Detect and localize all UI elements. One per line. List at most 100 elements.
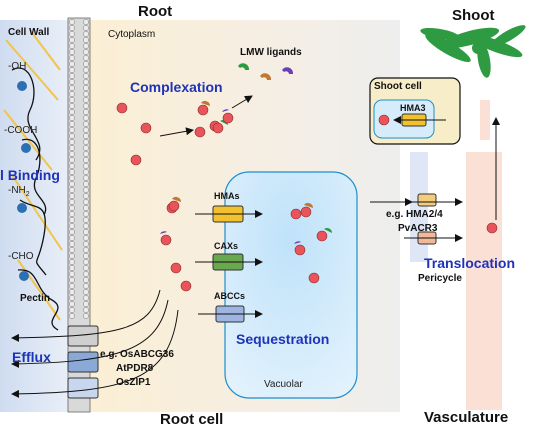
membrane-lipid-head [83, 31, 89, 37]
pectin-label: Pectin [20, 293, 51, 304]
membrane-lipid-head [83, 127, 89, 133]
membrane-lipid-head [83, 121, 89, 127]
membrane-lipid-head [69, 193, 75, 199]
oh-group-label: -OH [8, 61, 27, 72]
membrane-lipid-head [83, 133, 89, 139]
membrane-lipid-head [69, 103, 75, 109]
binding-chains [11, 67, 59, 331]
efflux-transporter-label-3: OsZIP1 [116, 377, 151, 388]
root-cell-title: Root cell [160, 411, 224, 428]
caxs-label: CAXs [214, 241, 239, 251]
cho-group-label: -CHO [8, 251, 34, 262]
membrane-lipid-head [83, 259, 89, 265]
membrane-lipid-head [83, 97, 89, 103]
membrane-lipid-head [83, 277, 89, 283]
membrane-lipid-head [83, 55, 89, 61]
membrane-lipid-head [69, 109, 75, 115]
membrane-lipid-head [69, 163, 75, 169]
membrane-lipid-head [83, 163, 89, 169]
translocation-label: Translocation [424, 255, 516, 271]
membrane-lipid-head [83, 313, 89, 319]
membrane-lipid-head [69, 301, 75, 307]
hma24-label: e.g. HMA2/4 [386, 209, 443, 220]
efflux-transporter-label-1: e.g. OsABCG36 [100, 349, 174, 360]
membrane-lipid-head [69, 241, 75, 247]
pvacr3-label: PvACR3 [398, 223, 438, 234]
vasculature-title: Vasculature [424, 409, 509, 426]
membrane-lipid-head [69, 229, 75, 235]
membrane-lipid-head [69, 133, 75, 139]
membrane-lipid-head [69, 19, 75, 25]
membrane-lipid-head [69, 139, 75, 145]
membrane-lipid-head [69, 313, 75, 319]
cooh-group-label: -COOH [4, 125, 38, 136]
metal-ligand-complexes [160, 101, 332, 256]
membrane-lipid-head [83, 217, 89, 223]
cell-wall-region [0, 20, 70, 412]
membrane-lipid-head [69, 289, 75, 295]
membrane-lipid-head [83, 181, 89, 187]
membrane-lipid-head [69, 43, 75, 49]
membrane-lipid-head [69, 253, 75, 259]
membrane-lipid-head [83, 43, 89, 49]
complexation-arrows [159, 95, 253, 137]
abccs-label: ABCCs [214, 291, 246, 301]
membrane-lipid-head [69, 211, 75, 217]
efflux-arrows [11, 289, 179, 398]
root-title: Root [138, 3, 173, 20]
membrane-lipid-head [69, 151, 75, 157]
membrane-lipid-head [69, 265, 75, 271]
membrane-lipid-head [69, 217, 75, 223]
xylem-column [466, 152, 502, 410]
membrane-lipid-head [69, 235, 75, 241]
membrane-lipid-head [83, 241, 89, 247]
membrane-lipid-head [69, 145, 75, 151]
membrane-lipid-head [83, 85, 89, 91]
membrane-lipid-head [83, 265, 89, 271]
membrane-lipid-head [83, 193, 89, 199]
membrane-lipid-head [83, 289, 89, 295]
membrane-lipid-head [83, 283, 89, 289]
membrane-lipid-head [69, 175, 75, 181]
membrane-lipid-head [69, 115, 75, 121]
membrane-lipid-head [83, 271, 89, 277]
membrane-lipid-head [69, 247, 75, 253]
hma24-transporter [417, 193, 437, 207]
membrane-lipid-head [69, 277, 75, 283]
membrane-lipid-head [83, 211, 89, 217]
membrane-lipid-head [83, 205, 89, 211]
tonoplast-arrows [195, 210, 263, 318]
membrane-lipid-head [69, 205, 75, 211]
membrane-lipid-head [69, 223, 75, 229]
membrane-lipid-head [83, 103, 89, 109]
membrane-lipid-head [69, 31, 75, 37]
xylem-metal-ion [486, 222, 498, 234]
complexation-label: Complexation [130, 79, 223, 95]
membrane-lipid-head [83, 247, 89, 253]
shoot-vacuole-ion [378, 114, 390, 126]
membrane-lipid-head [69, 37, 75, 43]
membrane-lipid-head [83, 253, 89, 259]
lmw-ligands [238, 63, 294, 80]
membrane-lipid-head [83, 109, 89, 115]
membrane-lipid-head [69, 79, 75, 85]
membrane-lipid-head [69, 283, 75, 289]
membrane-lipid-head [83, 301, 89, 307]
membrane-lipid-head [83, 49, 89, 55]
membrane-lipid-head [83, 187, 89, 193]
membrane-lipid-head [69, 121, 75, 127]
membrane-lipid-head [83, 169, 89, 175]
membrane-lipid-head [83, 199, 89, 205]
membrane-lipid-head [69, 55, 75, 61]
membrane-lipid-head [69, 271, 75, 277]
membrane-lipid-head [69, 67, 75, 73]
membrane-lipid-head [69, 295, 75, 301]
cytoplasm-label: Cytoplasm [108, 29, 156, 40]
membrane-lipid-head [69, 127, 75, 133]
membrane-lipid-head [83, 61, 89, 67]
membrane-lipid-head [83, 139, 89, 145]
hma3-label: HMA3 [400, 103, 426, 113]
membrane-lipid-head [83, 175, 89, 181]
